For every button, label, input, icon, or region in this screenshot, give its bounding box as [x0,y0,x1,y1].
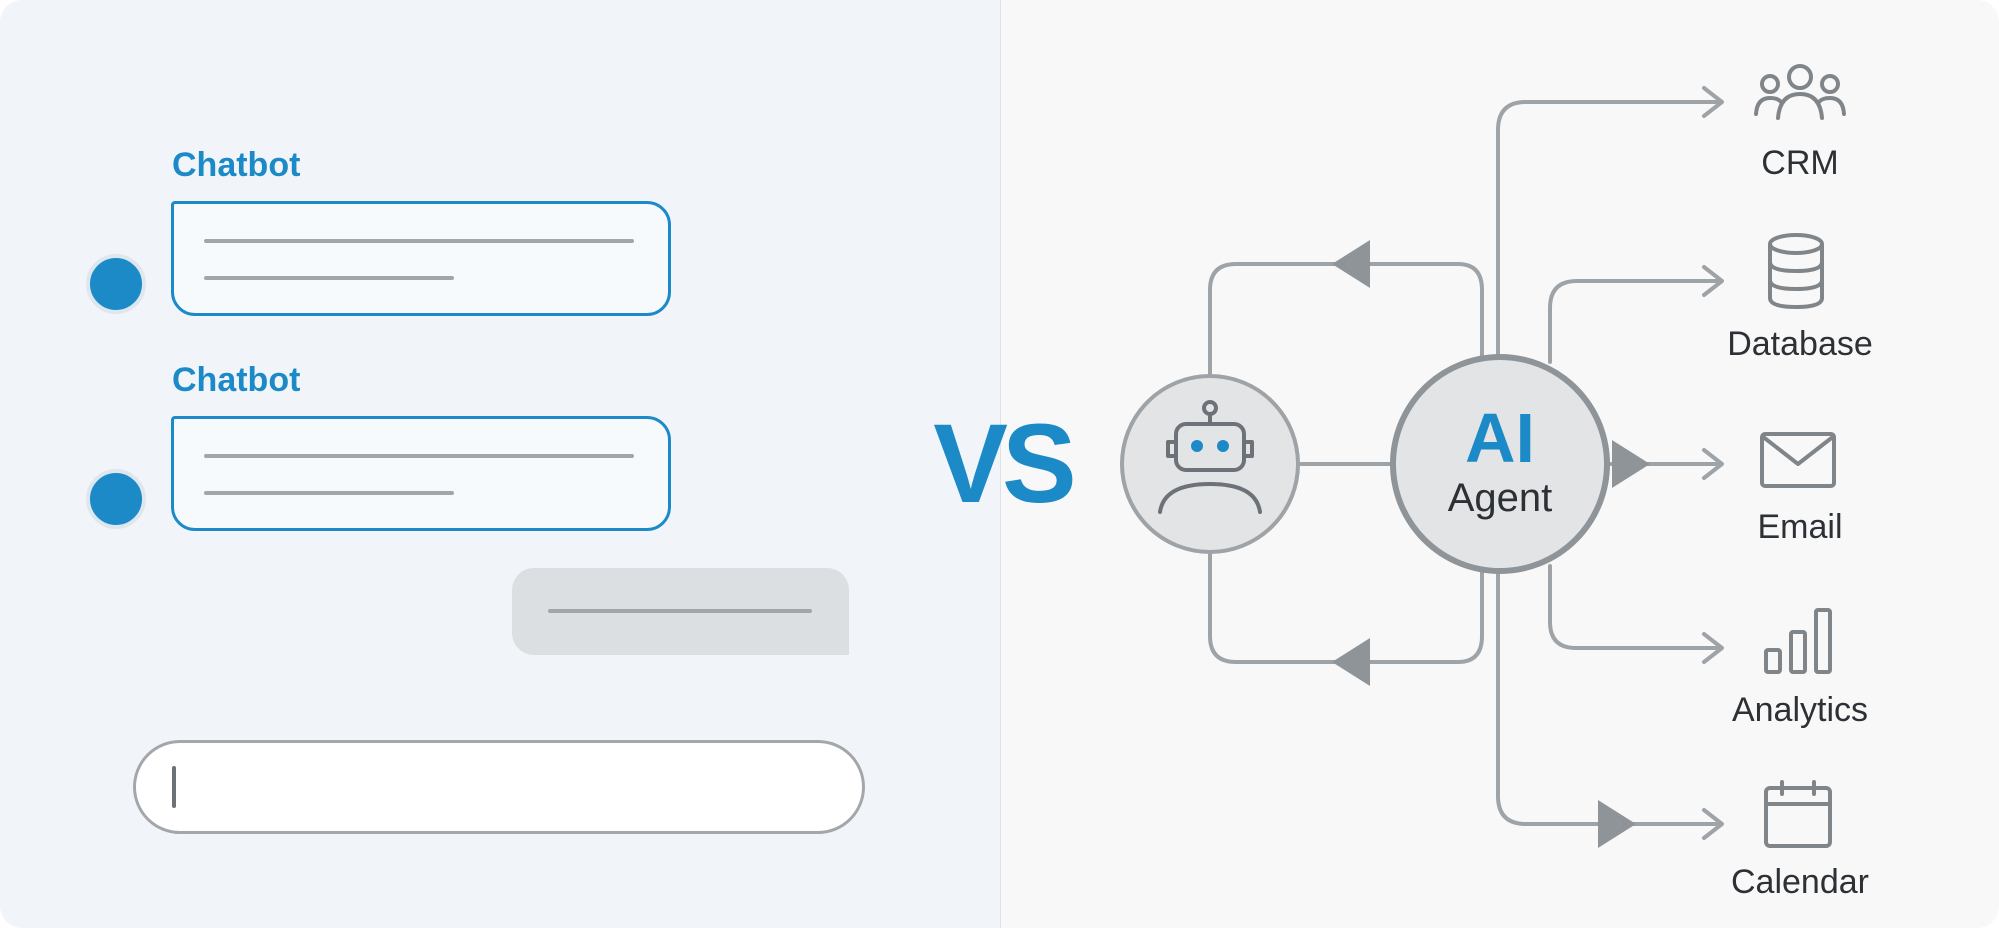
connector-calendar [1496,570,1722,826]
ai-agent-node: AI Agent [1390,354,1610,574]
tool-label-crm: CRM [1761,144,1839,182]
database-icon [1768,233,1824,310]
flow-arrow-email [1612,440,1650,488]
flow-arrow-bottom [1332,638,1370,686]
arrowhead-crm [1702,86,1724,118]
feedback-loop-bottom [1208,552,1484,664]
chatbot-sender-label: Chatbot [172,361,301,399]
text-placeholder-line [204,454,634,458]
flow-arrow-top [1332,240,1370,288]
user-message-bubble [512,568,849,655]
connector-database [1548,279,1722,364]
bar-chart-icon [1764,608,1832,674]
text-cursor [172,766,176,808]
chat-input-field[interactable] [133,740,865,834]
tool-label-database: Database [1727,325,1873,363]
arrowhead-database [1702,265,1724,297]
tool-label-calendar: Calendar [1731,863,1869,901]
arrowhead-email [1702,448,1724,480]
text-placeholder-line [204,491,454,495]
arrowhead-analytics [1702,632,1724,664]
chatbot-robot-node [1120,374,1300,554]
robot-icon [1158,400,1262,514]
chatbot-avatar [86,254,146,314]
connector-analytics [1548,564,1722,650]
feedback-loop-top [1208,262,1484,376]
chatbot-message-bubble [171,201,671,316]
calendar-icon [1764,780,1832,848]
text-placeholder-line [204,276,454,280]
tool-label-analytics: Analytics [1731,691,1869,729]
arrowhead-calendar [1702,808,1724,840]
chatbot-avatar [86,469,146,529]
chatbot-message-bubble [171,416,671,531]
users-icon [1754,64,1846,120]
agent-title: AI [1465,399,1535,477]
agent-subtitle: Agent [1447,476,1553,520]
chatbot-panel: Chatbot Chatbot [86,0,1001,928]
text-placeholder-line [204,239,634,243]
tool-label-email: Email [1757,508,1843,546]
vs-label: VS [933,401,1076,526]
flow-arrow-calendar [1598,800,1636,848]
text-placeholder-line [548,609,812,613]
connector-crm [1496,100,1722,358]
envelope-icon [1760,432,1836,488]
chatbot-sender-label: Chatbot [172,146,301,184]
